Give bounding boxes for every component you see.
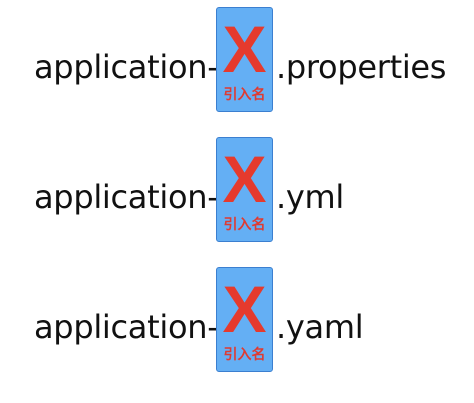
placeholder-label: 引入名 [223,87,266,103]
profile-name-placeholder: X 引入名 [216,137,273,242]
profile-name-placeholder: X 引入名 [216,267,273,372]
profile-name-placeholder: X 引入名 [216,7,273,112]
filename-row-properties: application- X 引入名 .properties [0,7,474,113]
filename-prefix: application- [34,308,219,346]
filename-extension: .properties [276,48,447,86]
placeholder-x-mark: X [222,272,267,346]
filename-row-yaml: application- X 引入名 .yaml [0,267,474,373]
placeholder-label: 引入名 [223,347,266,363]
placeholder-x-mark: X [222,12,267,86]
placeholder-label: 引入名 [223,217,266,233]
filename-extension: .yml [276,178,344,216]
filename-extension: .yaml [276,308,364,346]
filename-row-yml: application- X 引入名 .yml [0,137,474,243]
filename-prefix: application- [34,178,219,216]
filename-prefix: application- [34,48,219,86]
placeholder-x-mark: X [222,142,267,216]
